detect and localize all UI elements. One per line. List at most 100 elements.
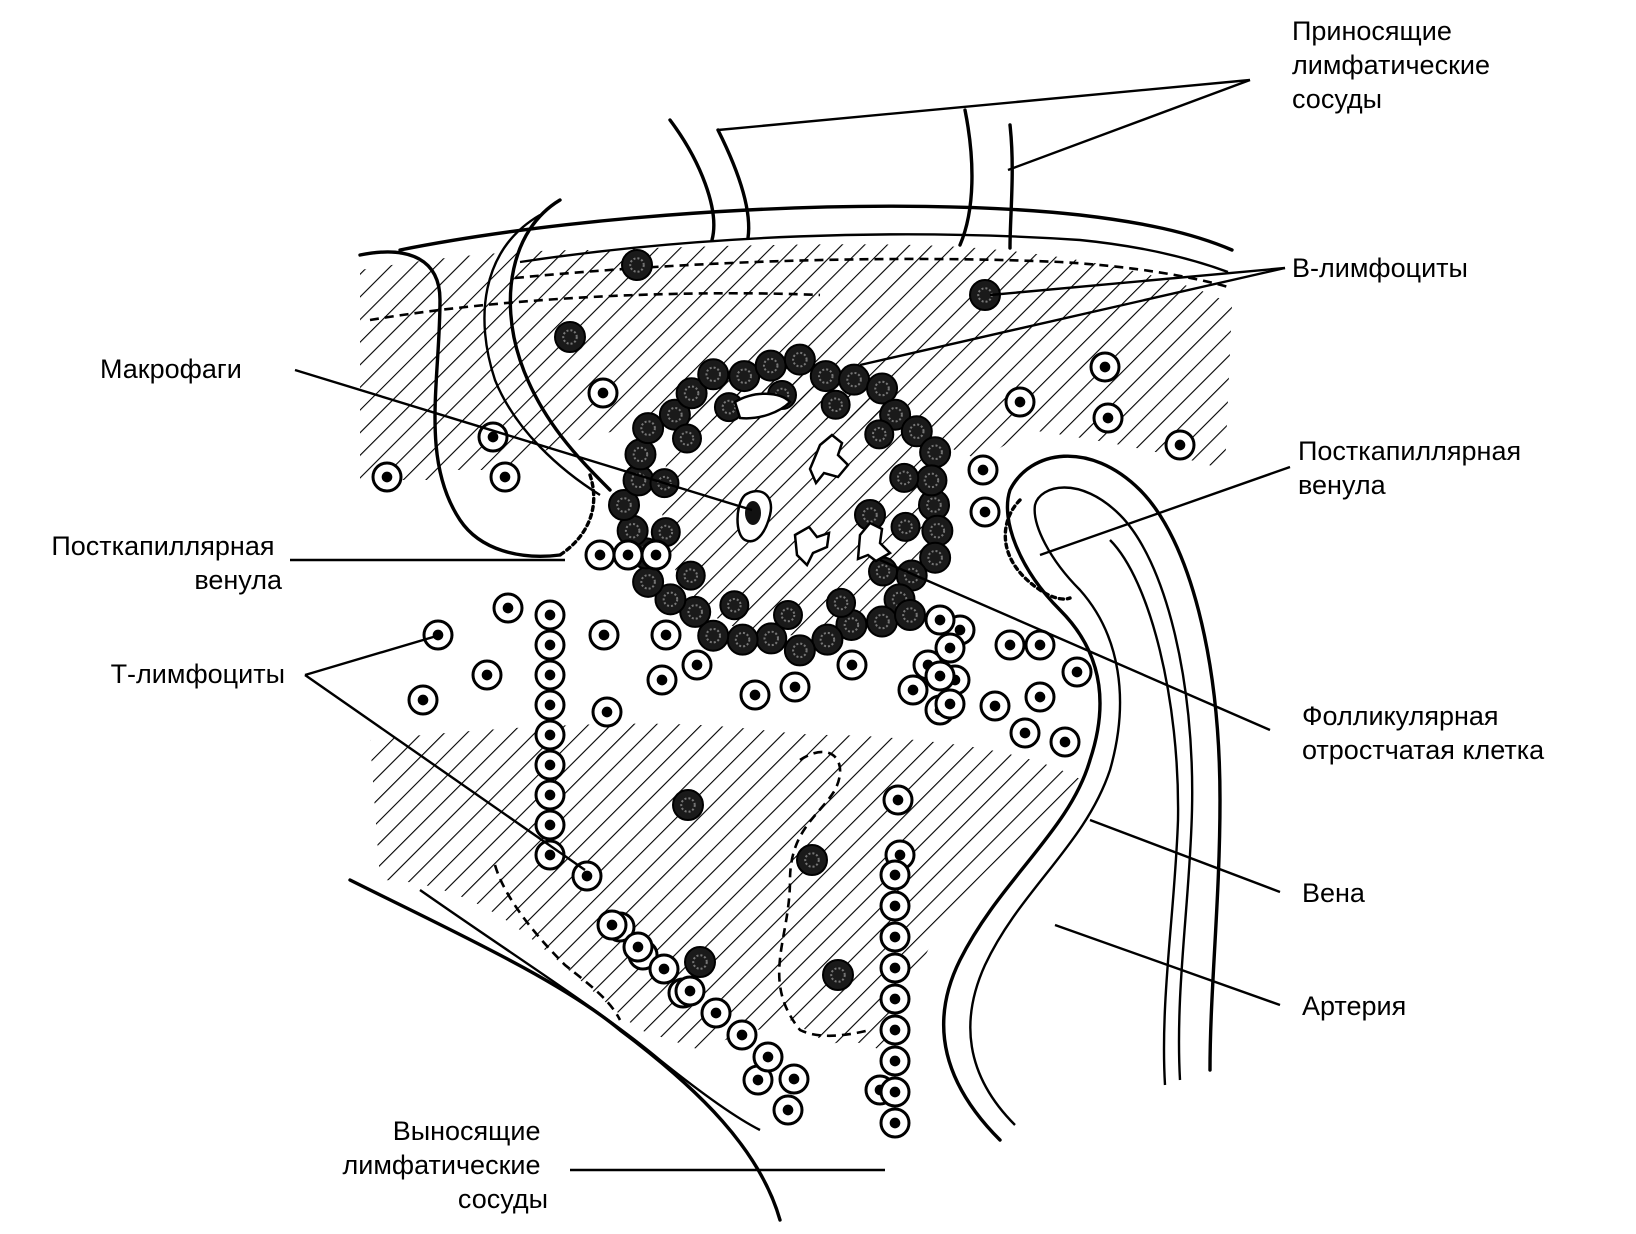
t-lymphocyte-cord-left-nucleus bbox=[544, 819, 556, 831]
follicle-b-cell-inner-texture bbox=[721, 399, 737, 415]
t-lymphocyte-nucleus bbox=[598, 629, 610, 641]
t-lymphocyte-venule-nucleus bbox=[650, 549, 662, 561]
subcapsular-dashed-line bbox=[514, 257, 1229, 289]
follicle-hatched-center bbox=[662, 372, 932, 636]
afferent-vessel-2b bbox=[1008, 123, 1014, 250]
follicle-b-cell-texture bbox=[640, 574, 656, 590]
follicle-b-cell-texture bbox=[624, 522, 641, 539]
follicle-b-cell bbox=[866, 605, 899, 638]
label-efferent-line3: сосуды bbox=[458, 1184, 548, 1214]
capsule-inner-line bbox=[519, 233, 1229, 274]
label-efferent: Выносящие лимфатические сосуды bbox=[343, 1116, 549, 1214]
t-lymphocyte-nucleus bbox=[979, 506, 991, 518]
t-lymphocyte-nucleus bbox=[581, 870, 593, 882]
follicle-b-cell-texture bbox=[792, 642, 808, 659]
label-postcap-venule-left-line1: Посткапиллярная bbox=[51, 531, 274, 561]
t-lymphocyte-cord-right-nucleus bbox=[889, 1024, 901, 1036]
follicle-b-cell bbox=[632, 412, 665, 445]
label-t-lymphocytes: Т-лимфоциты bbox=[111, 659, 285, 689]
follicle-b-cell-inner bbox=[675, 560, 706, 591]
label-afferent-line3: сосуды bbox=[1292, 84, 1382, 114]
follicle-b-cell-inner bbox=[864, 419, 895, 450]
follicle-b-cell bbox=[900, 415, 933, 448]
follicle-b-cell-texture bbox=[687, 604, 703, 620]
leader-b-cells-1 bbox=[989, 266, 1286, 297]
t-lymphocyte-cord-mid-nucleus bbox=[944, 698, 956, 710]
t-lymphocyte-nucleus bbox=[1071, 666, 1083, 678]
follicle-b-cell bbox=[915, 464, 948, 497]
leader-vein bbox=[1089, 818, 1281, 894]
follicle-b-cell-inner-texture bbox=[658, 524, 674, 540]
macrophage-cell-2 bbox=[733, 392, 792, 420]
t-lymphocyte-nucleus bbox=[660, 629, 672, 641]
follicle-b-cell bbox=[811, 623, 844, 656]
b-lymphocyte-texture bbox=[629, 257, 645, 273]
b-lymphocyte-texture bbox=[692, 954, 708, 970]
t-lymphocyte-cord-right-nucleus bbox=[889, 1117, 901, 1129]
follicle-b-cell-texture bbox=[843, 617, 860, 633]
t-lymphocyte-nucleus bbox=[601, 706, 613, 718]
follicle-b-cell-texture bbox=[662, 591, 679, 608]
follicle-b-cell-texture bbox=[632, 446, 649, 463]
follicle-b-cell-texture bbox=[909, 423, 925, 440]
label-artery: Артерия bbox=[1302, 991, 1406, 1021]
t-lymphocyte-cord-right-nucleus bbox=[889, 993, 901, 1005]
t-lymphocyte-nucleus bbox=[381, 471, 393, 483]
t-lymphocyte-cord-right-nucleus bbox=[889, 962, 901, 974]
label-vein: Вена bbox=[1302, 878, 1366, 908]
follicle-b-cell-texture bbox=[667, 406, 683, 423]
label-afferent-line2: лимфатические bbox=[1292, 50, 1490, 80]
follicular-dendritic-cell-3 bbox=[856, 521, 893, 563]
leader-macrophages bbox=[294, 368, 753, 512]
follicle-b-cell bbox=[783, 343, 816, 376]
b-lymphocyte bbox=[796, 844, 828, 876]
leader-b-cells-2 bbox=[859, 266, 1286, 367]
follicle-b-cell-texture bbox=[616, 497, 632, 513]
t-lymphocyte-nucleus bbox=[752, 1074, 764, 1086]
t-lymphocyte-cord-left-nucleus bbox=[544, 729, 556, 741]
follicle-b-cell-inner-texture bbox=[780, 607, 796, 623]
follicle-b-cell-inner bbox=[890, 511, 921, 542]
follicle-b-cell bbox=[754, 349, 787, 382]
follicle-b-cell-inner bbox=[826, 587, 857, 618]
afferent-vessel-1b bbox=[716, 128, 751, 240]
follicle-b-cell bbox=[675, 377, 708, 410]
efferent-vessel-inner bbox=[419, 889, 761, 1132]
follicle-b-cell-inner-texture bbox=[898, 519, 913, 535]
t-lymphocyte-venule-nucleus bbox=[622, 549, 634, 561]
t-lymphocyte-cord-lower-nucleus bbox=[788, 1073, 800, 1085]
right-vessel-inner bbox=[969, 486, 1194, 1126]
t-lymphocyte-cord-right-nucleus bbox=[889, 931, 901, 943]
t-lymphocyte-nucleus bbox=[502, 602, 514, 614]
t-lymphocyte-nucleus bbox=[1059, 736, 1071, 748]
t-lymphocyte-cord-left-nucleus bbox=[544, 789, 556, 801]
follicle-b-cell bbox=[919, 436, 952, 469]
t-lymphocyte-nucleus bbox=[907, 684, 919, 696]
follicle-b-cell-texture bbox=[792, 351, 808, 368]
follicle-b-cell-inner-texture bbox=[679, 431, 695, 446]
medullary-sinus-dashed bbox=[777, 750, 871, 1038]
b-lymphocyte-texture bbox=[804, 852, 820, 868]
label-postcap-venule-right-line2: венула bbox=[1298, 470, 1387, 500]
t-lymphocyte-cord-mid-nucleus bbox=[934, 670, 946, 682]
follicle-b-cell bbox=[632, 565, 665, 598]
follicle-b-cell-inner-texture bbox=[657, 475, 672, 491]
follicle-b-cell-texture bbox=[846, 371, 862, 388]
follicle-b-cell-texture bbox=[736, 368, 752, 384]
t-lymphocyte-nucleus bbox=[499, 471, 511, 483]
b-lymphocytes-scattered bbox=[554, 249, 1001, 991]
t-lymphocyte-cord-left-nucleus bbox=[544, 609, 556, 621]
t-lymphocyte-cord-right-nucleus bbox=[889, 869, 901, 881]
label-follicular-cell-line2: отростчатая клетка bbox=[1302, 735, 1545, 765]
leader-venule-right bbox=[1039, 465, 1291, 557]
t-lymphocyte-cord-lower-nucleus bbox=[736, 1029, 748, 1041]
follicle-b-cell-texture bbox=[705, 366, 721, 383]
b-lymphocyte bbox=[894, 599, 926, 631]
t-lymphocyte-nucleus bbox=[789, 681, 801, 693]
leader-lines bbox=[290, 78, 1291, 1172]
t-lymphocyte-nucleus bbox=[487, 431, 499, 443]
t-lymphocyte-nucleus bbox=[1034, 691, 1046, 703]
medulla-hatched-region bbox=[370, 723, 1090, 1050]
t-lymphocyte-cord-lower-nucleus bbox=[658, 963, 670, 975]
follicle-b-cell-texture bbox=[734, 631, 751, 648]
